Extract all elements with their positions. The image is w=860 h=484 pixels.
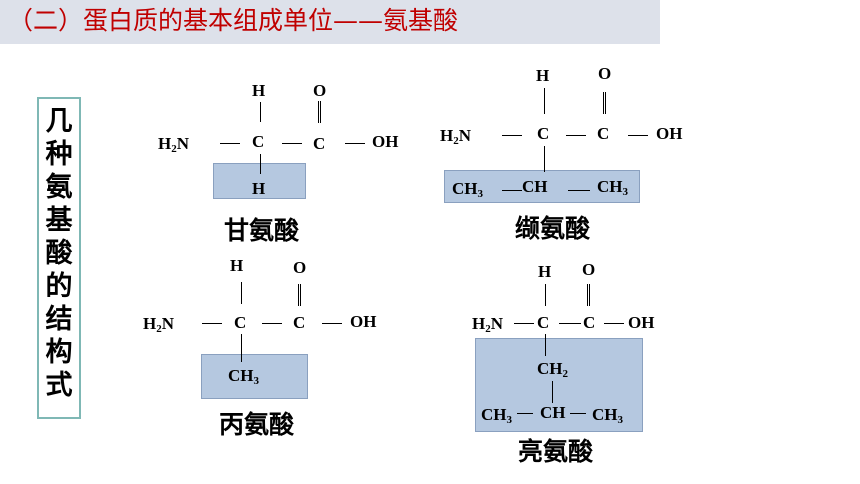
- double-bond: [603, 92, 606, 114]
- bond: [202, 323, 222, 324]
- bond: [544, 88, 545, 114]
- bond: [566, 135, 586, 136]
- atom-h: H: [536, 66, 550, 85]
- bond: [517, 413, 533, 414]
- bond: [552, 381, 553, 403]
- bond: [604, 323, 624, 324]
- atom-h: H: [538, 262, 552, 281]
- bond: [568, 190, 590, 191]
- bond: [241, 282, 242, 304]
- side-label: 几 种 氨 基 酸 的 结 构 式: [39, 105, 79, 402]
- side-char: 几: [45, 106, 73, 137]
- compound-name-leucine: 亮氨酸: [518, 437, 594, 466]
- methyl-group: CH3: [452, 179, 483, 200]
- bond: [322, 323, 342, 324]
- side-label-box: 几 种 氨 基 酸 的 结 构 式: [37, 97, 81, 419]
- double-bond: [298, 284, 301, 306]
- double-bond: [318, 101, 321, 123]
- side-char: 结: [45, 304, 73, 335]
- bond: [241, 334, 242, 362]
- side-char: 氨: [45, 172, 73, 203]
- methyl-group: CH3: [597, 177, 628, 198]
- methyl-group: CH3: [592, 405, 623, 426]
- double-bond: [587, 284, 590, 306]
- bond: [628, 135, 648, 136]
- amino-group: H2N: [472, 314, 504, 335]
- side-char: 基: [45, 205, 73, 236]
- atom-carboxyl-carbon: C: [583, 313, 596, 332]
- methyl-group: CH3: [481, 405, 512, 426]
- bond: [545, 284, 546, 306]
- atom-alpha-carbon: C: [252, 132, 265, 151]
- atom-h: H: [252, 81, 266, 100]
- hydroxyl-group: OH: [656, 124, 683, 143]
- atom-o: O: [313, 81, 327, 100]
- side-char: 的: [45, 271, 73, 302]
- atom-h: H: [230, 256, 244, 275]
- atom-alpha-carbon: C: [537, 124, 550, 143]
- amino-group: H2N: [143, 314, 175, 335]
- r-group-h: H: [252, 179, 266, 198]
- methylene-group: CH2: [537, 359, 568, 380]
- bond: [570, 413, 586, 414]
- bond: [260, 154, 261, 174]
- atom-o: O: [582, 260, 596, 279]
- compound-name-glycine: 甘氨酸: [224, 216, 300, 245]
- compound-name-alanine: 丙氨酸: [219, 410, 295, 439]
- bond: [220, 143, 240, 144]
- r-group-highlight: [201, 354, 308, 399]
- r-group-highlight: [213, 163, 306, 199]
- side-char: 式: [45, 370, 73, 401]
- atom-o: O: [293, 258, 307, 277]
- bond: [262, 323, 282, 324]
- bond: [545, 334, 546, 356]
- bond: [559, 323, 581, 324]
- title-bar: （二）蛋白质的基本组成单位——氨基酸: [0, 0, 660, 44]
- side-char: 酸: [45, 238, 73, 269]
- methine-group: CH: [540, 403, 566, 422]
- bond: [282, 143, 302, 144]
- atom-alpha-carbon: C: [537, 313, 550, 332]
- page-title: （二）蛋白质的基本组成单位——氨基酸: [8, 6, 459, 35]
- atom-carboxyl-carbon: C: [293, 313, 306, 332]
- r-group-highlight: [444, 170, 640, 203]
- atom-carboxyl-carbon: C: [313, 134, 326, 153]
- amino-group: H2N: [440, 126, 472, 147]
- bond: [514, 323, 534, 324]
- methyl-group: CH3: [228, 366, 259, 387]
- hydroxyl-group: OH: [628, 313, 655, 332]
- hydroxyl-group: OH: [350, 312, 377, 331]
- atom-o: O: [598, 64, 612, 83]
- amino-group: H2N: [158, 134, 190, 155]
- side-char: 构: [45, 337, 73, 368]
- bond: [502, 190, 522, 191]
- hydroxyl-group: OH: [372, 132, 399, 151]
- compound-name-valine: 缬氨酸: [515, 214, 591, 243]
- side-char: 种: [45, 139, 73, 170]
- bond: [345, 143, 365, 144]
- atom-alpha-carbon: C: [234, 313, 247, 332]
- atom-carboxyl-carbon: C: [597, 124, 610, 143]
- bond: [260, 102, 261, 122]
- bond: [544, 146, 545, 172]
- bond: [502, 135, 522, 136]
- r-group-highlight: [475, 338, 643, 432]
- methine-group: CH: [522, 177, 548, 196]
